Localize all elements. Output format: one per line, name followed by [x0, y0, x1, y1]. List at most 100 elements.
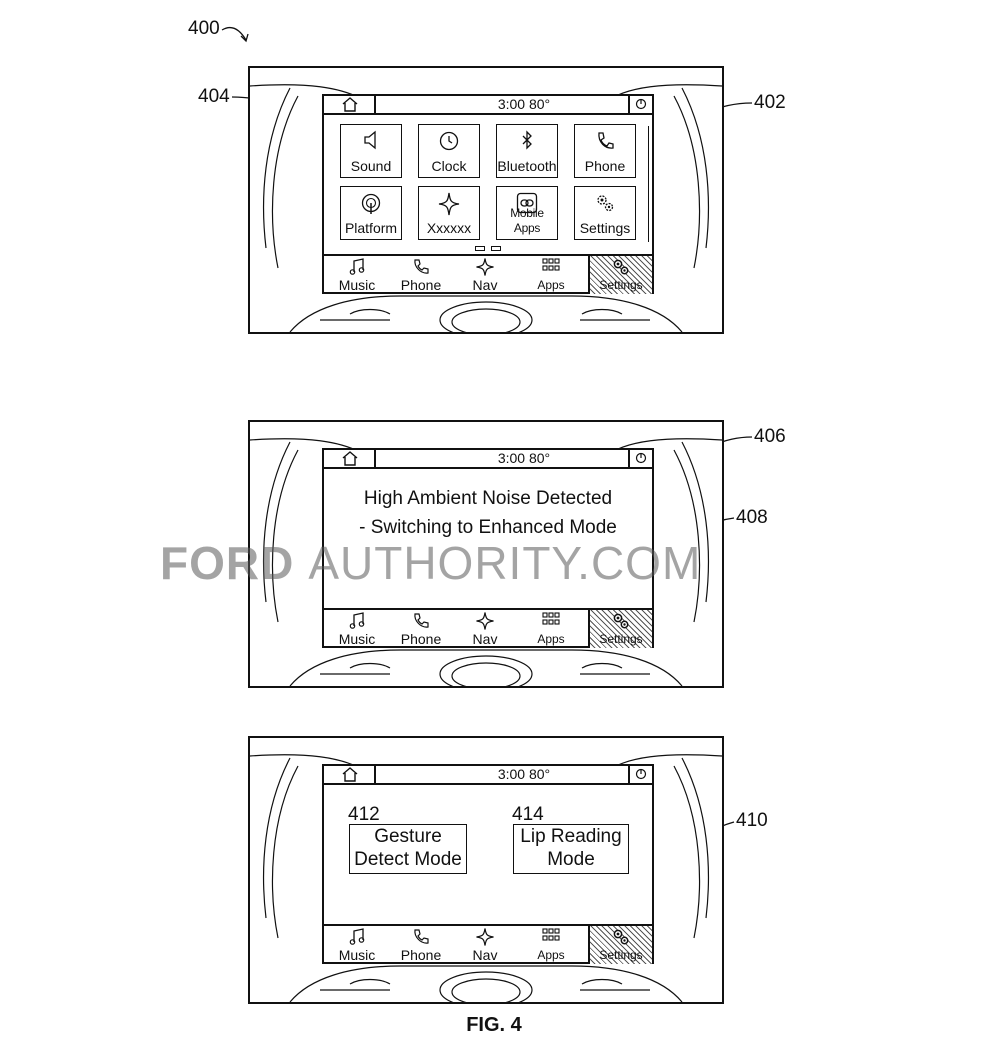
nav-music-label: Music: [338, 631, 376, 647]
nav-settings-label: Settings: [599, 278, 643, 292]
apps-grid-icon: [542, 612, 560, 625]
panel-mode-selection: 3:00 80° 412 414 Gesture Detect Mode Lip…: [248, 736, 724, 1004]
link-icon: [516, 192, 538, 214]
tile-clock[interactable]: Clock: [418, 124, 480, 178]
phone-icon: [414, 613, 429, 628]
nav-apps-button[interactable]: Apps: [520, 610, 582, 648]
panel-noise-message: 3:00 80° High Ambient Noise Detected - S…: [248, 420, 724, 688]
nav-music-label: Music: [338, 277, 376, 293]
nav-nav-button[interactable]: Nav: [454, 926, 516, 964]
home-button[interactable]: [324, 96, 376, 113]
noise-message-line-2: - Switching to Enhanced Mode: [359, 517, 617, 538]
nav-settings-label: Settings: [599, 632, 643, 646]
nav-apps-label: Apps: [537, 278, 565, 292]
power-button[interactable]: [628, 450, 652, 467]
nav-music-button[interactable]: Music: [326, 256, 388, 294]
tile-label-mobile-apps: Mobile Apps: [510, 206, 544, 235]
nav-settings-button[interactable]: Settings: [588, 610, 652, 648]
dashboard-bezel: [250, 754, 722, 1002]
power-button[interactable]: [628, 766, 652, 783]
nav-phone-button[interactable]: Phone: [390, 256, 452, 294]
tile-label-settings: Settings: [579, 220, 631, 236]
nav-phone-button[interactable]: Phone: [390, 610, 452, 648]
lip-reading-mode-button[interactable]: Lip Reading Mode: [513, 824, 629, 874]
status-time-temp: 3:00 80°: [497, 96, 551, 112]
watermark-thin: AUTHORITY.COM: [308, 537, 702, 589]
apps-grid-icon: [542, 928, 560, 941]
bottom-nav-bar: Music Phone Nav Apps Settings: [324, 608, 652, 648]
power-icon: [635, 98, 647, 110]
apps-grid-icon: [542, 258, 560, 271]
nav-settings-button[interactable]: Settings: [588, 926, 652, 964]
bluetooth-icon: [522, 130, 532, 150]
nav-apps-button[interactable]: Apps: [520, 926, 582, 964]
gears-icon: [613, 259, 629, 275]
lip-line-1: Lip Reading: [520, 826, 622, 847]
home-button[interactable]: [324, 450, 376, 467]
home-icon: [342, 767, 358, 782]
gesture-detect-mode-button[interactable]: Gesture Detect Mode: [349, 824, 467, 874]
status-time-temp: 3:00 80°: [497, 450, 551, 466]
ref-402: 402: [754, 92, 786, 113]
star-icon: [438, 192, 460, 216]
power-icon: [635, 768, 647, 780]
tile-label-platform: Platform: [344, 220, 398, 236]
nav-music-button[interactable]: Music: [326, 926, 388, 964]
phone-icon: [414, 259, 429, 274]
tile-label-phone: Phone: [584, 158, 626, 174]
gears-icon: [597, 195, 614, 212]
dashboard-bezel: [250, 84, 722, 332]
page-dot-1[interactable]: [475, 246, 485, 251]
tile-settings[interactable]: Settings: [574, 186, 636, 240]
tile-label-clock: Clock: [431, 158, 467, 174]
status-bar: 3:00 80°: [324, 450, 652, 469]
figure-caption: FIG. 4: [466, 1014, 522, 1036]
music-note-icon: [349, 928, 365, 945]
nav-music-label: Music: [338, 947, 376, 963]
home-icon: [342, 97, 358, 112]
infotainment-screen: 3:00 80° High Ambient Noise Detected - S…: [322, 448, 654, 648]
nav-nav-label: Nav: [472, 277, 498, 293]
nav-nav-button[interactable]: Nav: [454, 610, 516, 648]
nav-phone-label: Phone: [400, 631, 442, 647]
tile-xxxxxx[interactable]: Xxxxxx: [418, 186, 480, 240]
nav-apps-label: Apps: [537, 948, 565, 962]
bottom-nav-bar: Music Phone Nav Apps Settings: [324, 924, 652, 964]
tile-label-xxxxxx: Xxxxxx: [426, 220, 472, 236]
platform-icon: [361, 193, 381, 214]
status-bar: 3:00 80°: [324, 766, 652, 785]
nav-phone-label: Phone: [400, 947, 442, 963]
infotainment-screen: 3:00 80° Sound Clock Bluetooth Phone Pla…: [322, 94, 654, 294]
lip-line-2: Mode: [547, 849, 595, 870]
nav-apps-button[interactable]: Apps: [520, 256, 582, 294]
gesture-line-1: Gesture: [374, 826, 442, 847]
gears-icon: [613, 613, 629, 629]
ref-406: 406: [754, 426, 786, 447]
home-icon: [342, 451, 358, 466]
tile-platform[interactable]: Platform: [340, 186, 402, 240]
home-button[interactable]: [324, 766, 376, 783]
tile-label-bluetooth: Bluetooth: [497, 158, 557, 174]
nav-phone-button[interactable]: Phone: [390, 926, 452, 964]
tile-mobile-apps[interactable]: Mobile Apps: [496, 186, 558, 240]
nav-settings-button[interactable]: Settings: [588, 256, 652, 294]
tile-bluetooth[interactable]: Bluetooth: [496, 124, 558, 178]
music-note-icon: [349, 258, 365, 275]
panel-home-screen: 3:00 80° Sound Clock Bluetooth Phone Pla…: [248, 66, 724, 334]
nav-music-button[interactable]: Music: [326, 610, 388, 648]
ref-404: 404: [198, 86, 230, 107]
tile-phone[interactable]: Phone: [574, 124, 636, 178]
page-dot-2[interactable]: [491, 246, 501, 251]
tile-sound[interactable]: Sound: [340, 124, 402, 178]
nav-nav-button[interactable]: Nav: [454, 256, 516, 294]
clock-icon: [439, 131, 459, 151]
scroll-indicator[interactable]: [648, 126, 653, 242]
nav-settings-label: Settings: [599, 948, 643, 962]
compass-star-icon: [476, 258, 494, 276]
power-button[interactable]: [628, 96, 652, 113]
nav-apps-label: Apps: [537, 632, 565, 646]
noise-message-line-1: High Ambient Noise Detected: [363, 488, 613, 509]
ref-410: 410: [736, 810, 768, 831]
phone-icon: [414, 929, 429, 944]
